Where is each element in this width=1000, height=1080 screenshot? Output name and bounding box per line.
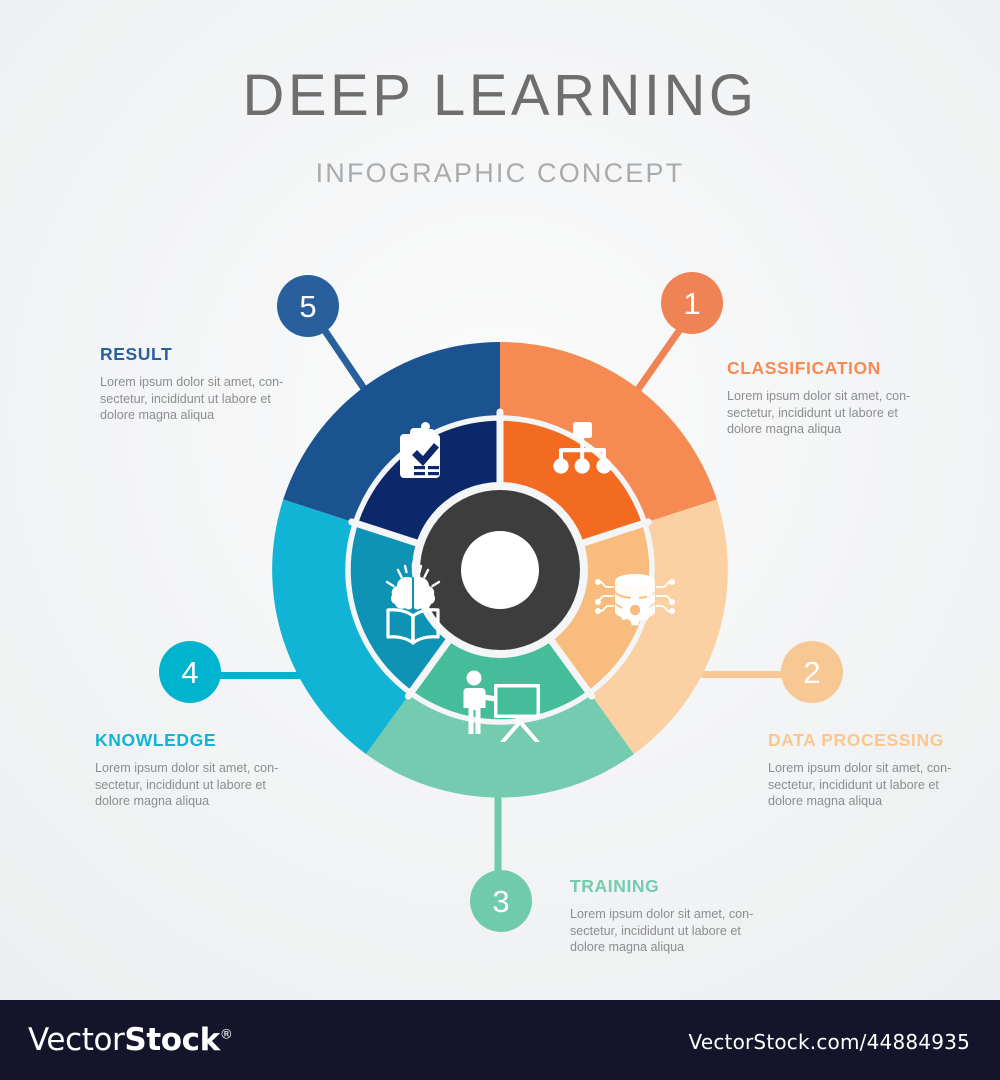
desc-line-3: dolore magna aliqua bbox=[570, 940, 685, 955]
segment-data-processing-inner bbox=[546, 523, 652, 693]
desc-line-3: dolore magna aliqua bbox=[95, 794, 210, 809]
desc-line-1: Lorem ipsum dolor sit amet, con- bbox=[727, 389, 911, 403]
step-badge-4-number: 4 bbox=[181, 654, 199, 690]
clipboard-check-icon-marks bbox=[412, 443, 439, 476]
step-description-training: Lorem ipsum dolor sit amet, con- sectetu… bbox=[570, 906, 800, 956]
desc-line-3: dolore magna aliqua bbox=[727, 422, 842, 437]
step-label-training: TRAINING bbox=[570, 876, 660, 896]
segment-classification-inner bbox=[500, 418, 645, 546]
desc-line-3: dolore magna aliqua bbox=[768, 794, 883, 809]
step-label-knowledge: KNOWLEDGE bbox=[95, 730, 217, 750]
step-block-training: TRAINING Lorem ipsum dolor sit amet, con… bbox=[570, 876, 800, 956]
step-description-result: Lorem ipsum dolor sit amet, con- sectetu… bbox=[100, 374, 330, 424]
database-gear-icon bbox=[595, 574, 675, 626]
step-badge-5-number: 5 bbox=[299, 288, 317, 324]
step-block-knowledge: KNOWLEDGE Lorem ipsum dolor sit amet, co… bbox=[95, 730, 325, 810]
segment-data-processing-outer bbox=[589, 499, 728, 754]
desc-line-2: sectetur, incididunt ut labore et bbox=[570, 923, 741, 938]
vectorstock-url: VectorStock.com/44884935 bbox=[688, 1030, 970, 1054]
desc-line-1: Lorem ipsum dolor sit amet, con- bbox=[570, 907, 754, 921]
desc-line-2: sectetur, incididunt ut labore et bbox=[95, 777, 266, 792]
desc-line-3: dolore magna aliqua bbox=[100, 408, 215, 423]
step-badge-2[interactable]: 2 bbox=[781, 641, 843, 703]
step-badge-4[interactable]: 4 bbox=[159, 641, 221, 703]
segment-training[interactable] bbox=[366, 633, 634, 798]
step-block-result: RESULT Lorem ipsum dolor sit amet, con- … bbox=[100, 344, 330, 424]
step-description-data-processing: Lorem ipsum dolor sit amet, con- sectetu… bbox=[768, 760, 998, 810]
step-badge-3[interactable]: 3 bbox=[470, 870, 532, 932]
desc-line-2: sectetur, incididunt ut labore et bbox=[100, 391, 271, 406]
segment-classification-outer bbox=[500, 342, 717, 523]
page-subtitle: INFOGRAPHIC CONCEPT bbox=[315, 158, 685, 188]
segment-classification[interactable] bbox=[500, 342, 717, 546]
watermark-footer: VectorStock® VectorStock.com/44884935 bbox=[0, 1000, 1000, 1080]
step-block-classification: CLASSIFICATION Lorem ipsum dolor sit ame… bbox=[727, 358, 957, 438]
segment-result-inner bbox=[355, 418, 500, 546]
desc-line-1: Lorem ipsum dolor sit amet, con- bbox=[95, 761, 279, 775]
segment-training-outer bbox=[366, 692, 634, 798]
donut-wheel bbox=[270, 340, 730, 800]
step-label-classification: CLASSIFICATION bbox=[727, 358, 881, 378]
step-badge-2-number: 2 bbox=[803, 654, 821, 690]
logo-vector-text: Vector bbox=[28, 1022, 125, 1058]
desc-line-2: sectetur, incididunt ut labore et bbox=[727, 405, 898, 420]
connector-line-2 bbox=[700, 671, 815, 678]
connector-line-4 bbox=[189, 672, 305, 679]
hierarchy-icon bbox=[553, 422, 612, 474]
segment-result[interactable] bbox=[283, 342, 500, 546]
brain-book-icon bbox=[385, 562, 441, 645]
segment-result-outer bbox=[283, 342, 500, 523]
logo-stock-text: Stock bbox=[124, 1022, 220, 1058]
step-description-classification: Lorem ipsum dolor sit amet, con- sectetu… bbox=[727, 388, 957, 438]
step-label-result: RESULT bbox=[100, 344, 173, 364]
step-badge-5[interactable]: 5 bbox=[277, 275, 339, 337]
segment-data-processing[interactable] bbox=[546, 499, 728, 755]
segment-training-inner bbox=[410, 633, 590, 722]
infographic-canvas: DEEP LEARNING INFOGRAPHIC CONCEPT bbox=[0, 0, 1000, 1000]
logo-registered-mark: ® bbox=[219, 1027, 233, 1043]
step-badge-1-number: 1 bbox=[683, 285, 701, 321]
step-badge-3-number: 3 bbox=[492, 883, 510, 919]
step-label-data-processing: DATA PROCESSING bbox=[768, 730, 944, 750]
segment-knowledge-outer bbox=[272, 499, 411, 754]
desc-line-1: Lorem ipsum dolor sit amet, con- bbox=[768, 761, 952, 775]
step-description-knowledge: Lorem ipsum dolor sit amet, con- sectetu… bbox=[95, 760, 325, 810]
desc-line-2: sectetur, incididunt ut labore et bbox=[768, 777, 939, 792]
page-title: DEEP LEARNING bbox=[242, 63, 758, 128]
step-block-data-processing: DATA PROCESSING Lorem ipsum dolor sit am… bbox=[768, 730, 998, 810]
step-badge-1[interactable]: 1 bbox=[661, 272, 723, 334]
desc-line-1: Lorem ipsum dolor sit amet, con- bbox=[100, 375, 284, 389]
presentation-training-icon bbox=[463, 670, 540, 742]
vectorstock-logo: VectorStock® bbox=[28, 1022, 233, 1058]
center-hub-hole bbox=[461, 531, 539, 609]
